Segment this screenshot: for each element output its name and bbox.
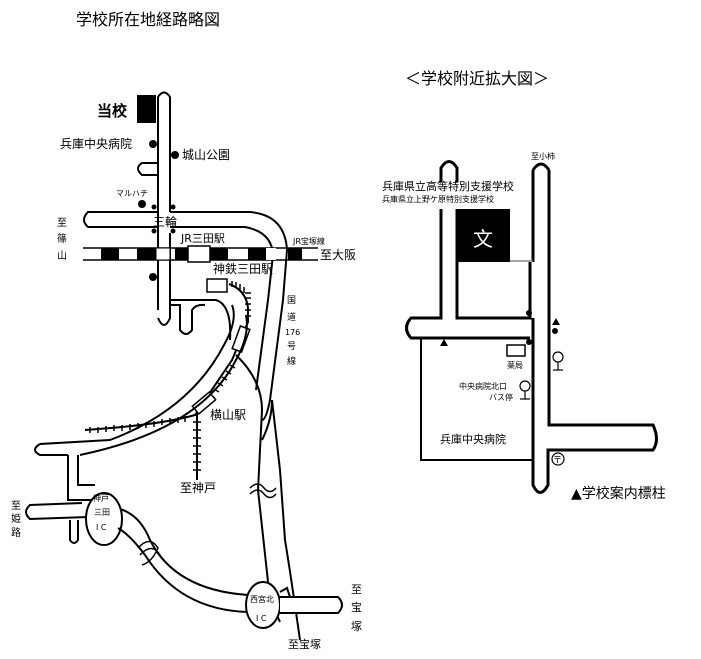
signal-dot <box>170 204 176 210</box>
signal-dot <box>552 328 558 334</box>
label-route-176-1: 国 <box>287 295 296 306</box>
park-dot <box>171 151 179 159</box>
bus-stop-icon <box>552 351 564 371</box>
label-to-takarazuka-v-3: 塚 <box>351 620 362 633</box>
shintetsu-sanda-station <box>206 278 228 293</box>
label-maruhachi: マルハチ <box>116 189 148 198</box>
label-to-takarazuka-h: 至宝塚 <box>288 637 321 651</box>
road-curve-sw <box>34 304 248 501</box>
label-to-himeji-2: 姫 <box>11 512 21 525</box>
jr-rail-line <box>83 245 318 263</box>
sign-post-triangle <box>440 339 448 346</box>
pharmacy-building <box>506 344 526 357</box>
post-office-icon: 〒 <box>551 452 565 466</box>
school-building <box>457 209 510 262</box>
post-symbol: 〒 <box>553 456 562 466</box>
road-north-right <box>531 162 658 494</box>
label-school-name-1: 兵庫県立高等特別支援学校 <box>382 179 514 193</box>
label-school: 当校 <box>97 102 128 120</box>
label-bus-stop-2: バス停 <box>489 392 513 402</box>
label-miwa: 三輪 <box>153 214 177 229</box>
label-kobe-sanda-ic-2: 三田 <box>94 508 110 517</box>
label-to-takarazuka-v-2: 宝 <box>351 600 362 614</box>
label-bus-stop-1: 中央病院北口 <box>459 381 507 391</box>
label-nishinomiyakita-ic-1: 西宮北 <box>250 594 274 604</box>
main-road-ns <box>137 91 232 341</box>
label-to-kobe: 至神戸 <box>180 481 216 495</box>
label-to-sasayama-2: 篠 <box>57 232 67 245</box>
right-map-title: ＜学校附近拡大図＞ <box>405 69 549 88</box>
hospital-dot <box>149 140 157 148</box>
signal-dot <box>526 310 532 316</box>
label-to-osaka: 至大阪 <box>320 248 356 262</box>
label-jr-takarazuka-line: JR宝塚線 <box>292 236 325 246</box>
label-yokoyama: 横山駅 <box>210 408 246 422</box>
label-nishinomiyakita-ic-2: I C <box>256 614 267 623</box>
signal-dot <box>151 228 157 234</box>
maruhachi-dot <box>138 200 146 208</box>
label-shintetsu-sanda: 神鉄三田駅 <box>213 261 273 276</box>
school-symbol: 文 <box>473 227 493 251</box>
label-kobe-sanda-ic-3: I C <box>96 523 107 532</box>
legend-sign-post: ▲学校案内標柱 <box>571 485 666 502</box>
signal-dot <box>170 228 176 234</box>
signal-dot <box>151 204 157 210</box>
hospital-block <box>420 338 533 461</box>
label-jr-sanda: JR三田駅 <box>180 232 225 245</box>
label-route-176-3: 176 <box>285 328 300 337</box>
landmark-dot <box>149 273 157 281</box>
label-kobe-sanda-ic-1: 神戸 <box>93 493 109 503</box>
label-to-sasayama-3: 山 <box>57 250 67 262</box>
kobe-sanda-ic <box>85 492 123 546</box>
label-to-himeji-1: 至 <box>11 500 21 512</box>
label-route-176-5: 線 <box>287 355 296 367</box>
bus-stop-icon <box>519 380 531 400</box>
label-to-obata: 至小柿 <box>531 151 555 161</box>
label-hospital-right: 兵庫中央病院 <box>440 432 506 446</box>
label-school-name-2: 兵庫県立上野ケ原特別支援学校 <box>382 194 494 204</box>
label-to-sasayama-1: 至 <box>57 217 67 229</box>
left-map-title: 学校所在地経路略図 <box>76 10 220 29</box>
school-marker <box>137 95 156 123</box>
signal-dot <box>526 339 532 345</box>
label-hospital: 兵庫中央病院 <box>60 136 132 151</box>
label-route-176-2: 道 <box>287 311 296 323</box>
expressway <box>25 492 343 629</box>
label-to-himeji-3: 路 <box>11 526 21 539</box>
sign-post-triangle <box>552 318 560 325</box>
label-route-176-4: 号 <box>287 341 296 352</box>
label-park: 城山公園 <box>182 148 230 162</box>
label-pharmacy: 薬局 <box>507 360 523 370</box>
jr-sanda-station <box>187 245 211 263</box>
road-north-left <box>405 160 532 340</box>
label-to-takarazuka-v-1: 至 <box>351 583 362 596</box>
